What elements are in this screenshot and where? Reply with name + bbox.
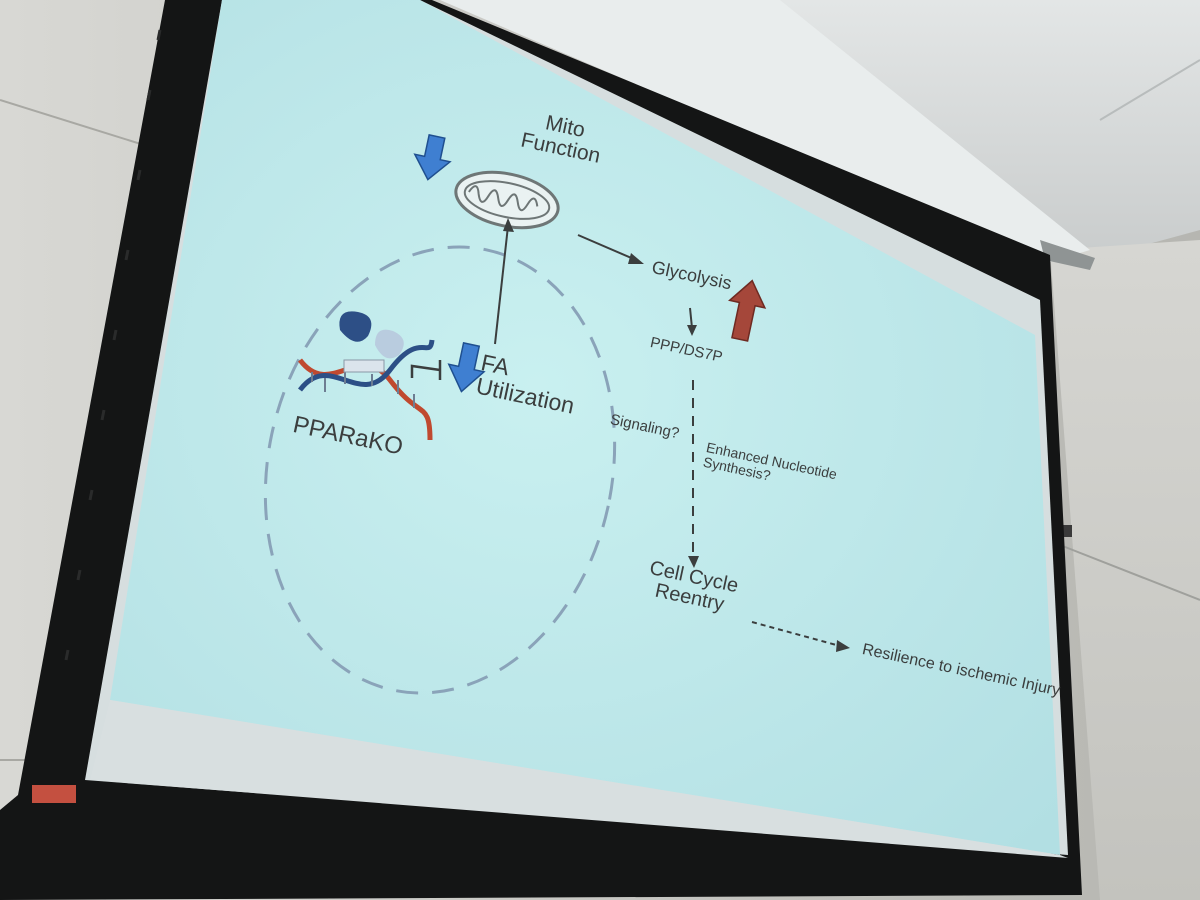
pathway-arrows [494, 218, 850, 652]
dna-icon [298, 311, 435, 441]
nucleus-outline [263, 245, 617, 695]
inhibition-icon [410, 360, 442, 380]
up-arrow-icon [728, 279, 767, 342]
projector-housing [440, 0, 1090, 262]
down-arrow-icon [413, 133, 452, 181]
down-arrow-icon [447, 342, 486, 393]
mitochondrion-icon [454, 170, 560, 230]
screen-label-sticker [32, 785, 76, 803]
